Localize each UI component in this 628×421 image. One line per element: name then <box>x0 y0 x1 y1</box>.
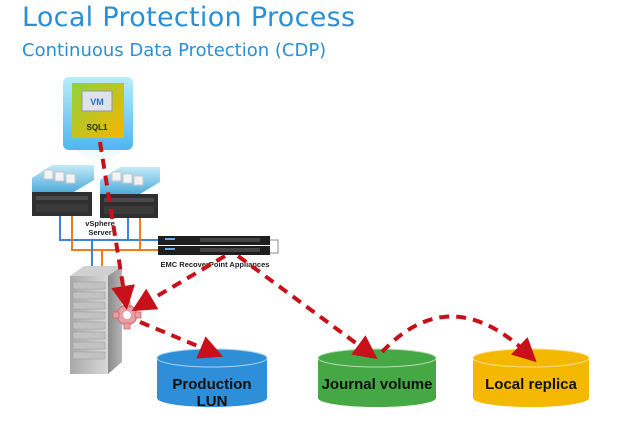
arrow-journal-to-replica <box>380 314 537 363</box>
network-links <box>59 216 158 268</box>
page-subtitle: Continuous Data Protection (CDP) <box>22 40 327 61</box>
vsphere-label-line2: Server <box>88 228 111 237</box>
vsphere-host-2 <box>100 167 160 218</box>
vsphere-label-line1: vSphere <box>85 219 115 228</box>
local-replica-label: Local replica <box>485 376 577 393</box>
arrow-appliance-to-journal <box>236 254 378 360</box>
recoverpoint-appliances[interactable] <box>158 236 279 255</box>
storage-array-icon <box>70 266 122 374</box>
vm-badge: VM <box>90 97 104 107</box>
production-lun-label: Production LUN <box>172 376 252 410</box>
arrow-splitter-to-production <box>139 320 224 359</box>
appliances-label: EMC RecoverPoint Appliances <box>161 260 270 269</box>
arrow-vm-to-splitter <box>98 141 135 310</box>
vm-name: SQL1 <box>87 123 108 132</box>
journal-volume-label: Journal volume <box>321 376 433 393</box>
page-title: Local Protection Process <box>22 2 356 33</box>
vsphere-host-1 <box>32 165 94 216</box>
vm-icon[interactable]: VM SQL1 <box>63 77 133 150</box>
